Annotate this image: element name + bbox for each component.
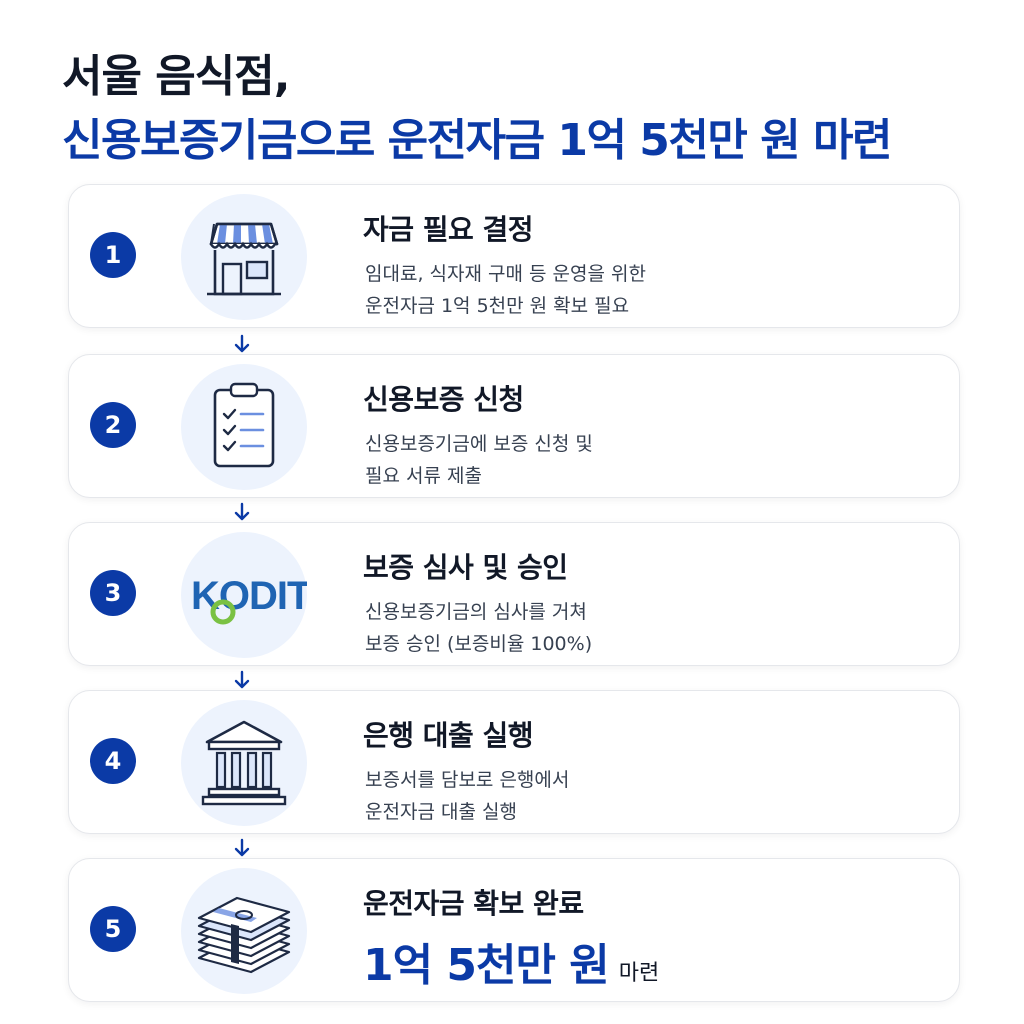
- title-line-1: 서울 음식점,: [62, 51, 290, 102]
- step-title: 보증 심사 및 승인: [363, 551, 568, 584]
- bank-building-icon: [181, 700, 307, 826]
- amount-value: 1억 5천만 원: [363, 940, 610, 991]
- step-description: 임대료, 식자재 구매 등 운영을 위한 운전자금 1억 5천만 원 확보 필요: [365, 258, 646, 322]
- money-stack-icon: [181, 868, 307, 994]
- step-title: 자금 필요 결정: [363, 213, 534, 246]
- arrow-down-icon: [234, 670, 250, 689]
- arrow-down-icon: [234, 334, 250, 353]
- amount-highlight: 1억 5천만 원 마련: [363, 929, 659, 993]
- arrow-down-icon: [234, 838, 250, 857]
- step-description-line-1: 신용보증기금의 심사를 거쳐: [365, 601, 587, 623]
- step-description-line-2: 운전자금 대출 실행: [365, 801, 517, 823]
- storefront-icon: [181, 194, 307, 320]
- clipboard-checklist-icon: [181, 364, 307, 490]
- step-title: 신용보증 신청: [363, 383, 524, 416]
- step-number-badge: 4: [90, 738, 136, 784]
- step-number-badge: 5: [90, 906, 136, 952]
- title-line-2: 신용보증기금으로 운전자금 1억 5천만 원 마련: [62, 115, 892, 166]
- kodit-logo: KODIT: [181, 532, 307, 658]
- amount-suffix: 마련: [618, 961, 660, 986]
- step-card-4: 4 은행 대출 실행 보증서를 담보로 은행에서 운전자금 대출 실행: [68, 690, 960, 834]
- step-description: 신용보증기금에 보증 신청 및 필요 서류 제출: [365, 428, 593, 492]
- step-title: 운전자금 확보 완료: [363, 887, 584, 920]
- step-card-5: 5 운전자금 확보 완료 1억 5천만 원 마련: [68, 858, 960, 1002]
- arrow-down-icon: [234, 502, 250, 521]
- step-number-badge: 3: [90, 570, 136, 616]
- step-description-line-1: 신용보증기금에 보증 신청 및: [365, 433, 593, 455]
- kodit-logo-text: KODIT: [191, 574, 307, 618]
- step-description: 보증서를 담보로 은행에서 운전자금 대출 실행: [365, 764, 569, 828]
- step-number-badge: 2: [90, 402, 136, 448]
- step-card-3: 3 KODIT 보증 심사 및 승인 신용보증기금의 심사를 거쳐 보증 승인 …: [68, 522, 960, 666]
- step-card-1: 1 자금 필요 결정 임대료, 식자재 구매 등 운영을 위한 운전자금 1억 …: [68, 184, 960, 328]
- step-description-line-2: 필요 서류 제출: [365, 465, 482, 487]
- step-description: 신용보증기금의 심사를 거쳐 보증 승인 (보증비율 100%): [365, 596, 592, 660]
- step-description-line-1: 보증서를 담보로 은행에서: [365, 769, 570, 791]
- step-description-line-2: 보증 승인 (보증비율 100%): [365, 633, 593, 655]
- step-title: 은행 대출 실행: [363, 719, 534, 752]
- step-description-line-1: 임대료, 식자재 구매 등 운영을 위한: [365, 263, 646, 285]
- step-number-badge: 1: [90, 232, 136, 278]
- step-card-2: 2 신용보증 신청 신용보증기금에 보증 신청 및 필요 서류 제출: [68, 354, 960, 498]
- step-description-line-2: 운전자금 1억 5천만 원 확보 필요: [365, 295, 630, 317]
